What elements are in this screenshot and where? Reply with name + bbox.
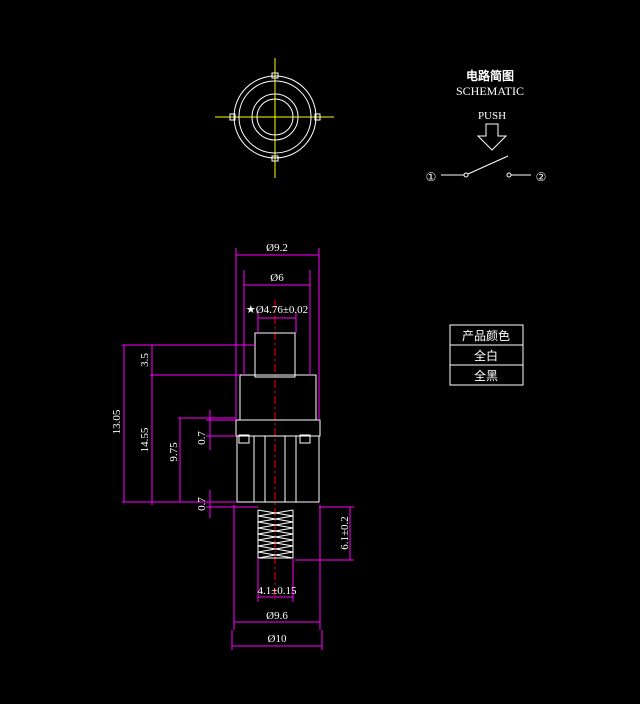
color-table: 产品颜色 全白 全黑: [449, 324, 524, 386]
body-flange-outline: [235, 419, 321, 437]
switch-contact-right: [506, 172, 512, 178]
spring-coil-back: [257, 509, 294, 559]
top-view-tab-right: [314, 113, 321, 121]
dim-body-dia: Ø6: [270, 272, 284, 284]
top-view-tab-top: [271, 72, 279, 79]
dim-plunger-travel: 3.5: [139, 353, 151, 367]
dim-base-dia-2: Ø10: [268, 633, 287, 645]
color-table-row-black: 全黑: [474, 368, 498, 383]
dim-plunger-dia: ★Ø4.76±0.02: [246, 304, 308, 316]
color-table-frame: [449, 324, 524, 386]
dim-outer-top-dia: Ø9.2: [266, 242, 288, 254]
top-view-outer-ring: [233, 75, 317, 159]
terminal-1-label: ①: [426, 170, 437, 184]
body-upper-outline: [239, 374, 317, 421]
top-view-ring-2: [238, 80, 312, 154]
dimensions: Ø9.2 Ø6 ★Ø4.76±0.02 13.05 14.55 3.5 9.75…: [111, 242, 354, 650]
side-view: [235, 300, 321, 600]
dim-base-dia-1: Ø9.6: [266, 610, 288, 622]
dim-flange-1: 0.7: [196, 431, 208, 445]
spring: [257, 509, 294, 559]
push-arrow-icon: [476, 123, 508, 151]
dim-height-3: 9.75: [168, 442, 180, 462]
body-lower-outline: [236, 435, 320, 503]
schematic-title-cn: 电路简图: [466, 68, 514, 83]
plunger-outline: [254, 332, 296, 378]
schematic-title-en: SCHEMATIC: [456, 84, 524, 98]
dim-spring-dia: 4.1±0.15: [257, 585, 297, 597]
dim-spring-length: 6.1±0.2: [339, 516, 351, 550]
top-view-plunger-ring: [251, 93, 299, 141]
dim-height-2: 14.55: [139, 427, 151, 452]
top-view-tab-bottom: [271, 155, 279, 162]
top-view-tab-left: [229, 113, 236, 121]
top-view: [215, 58, 334, 178]
dim-flange-2: 0.7: [196, 497, 208, 511]
pin-stub-right: [299, 434, 311, 444]
terminal-2-label: ②: [536, 170, 547, 184]
color-table-header: 产品颜色: [462, 328, 510, 343]
color-table-row-white: 全白: [474, 348, 498, 363]
dim-total-height: 13.05: [111, 409, 123, 434]
pin-stub-left: [238, 434, 250, 444]
switch-blade: [467, 155, 509, 175]
switch-contact-left: [463, 172, 469, 178]
schematic: 电路简图 SCHEMATIC PUSH ① ②: [426, 68, 547, 184]
top-view-inner-ring: [256, 98, 294, 136]
push-label: PUSH: [478, 110, 506, 122]
